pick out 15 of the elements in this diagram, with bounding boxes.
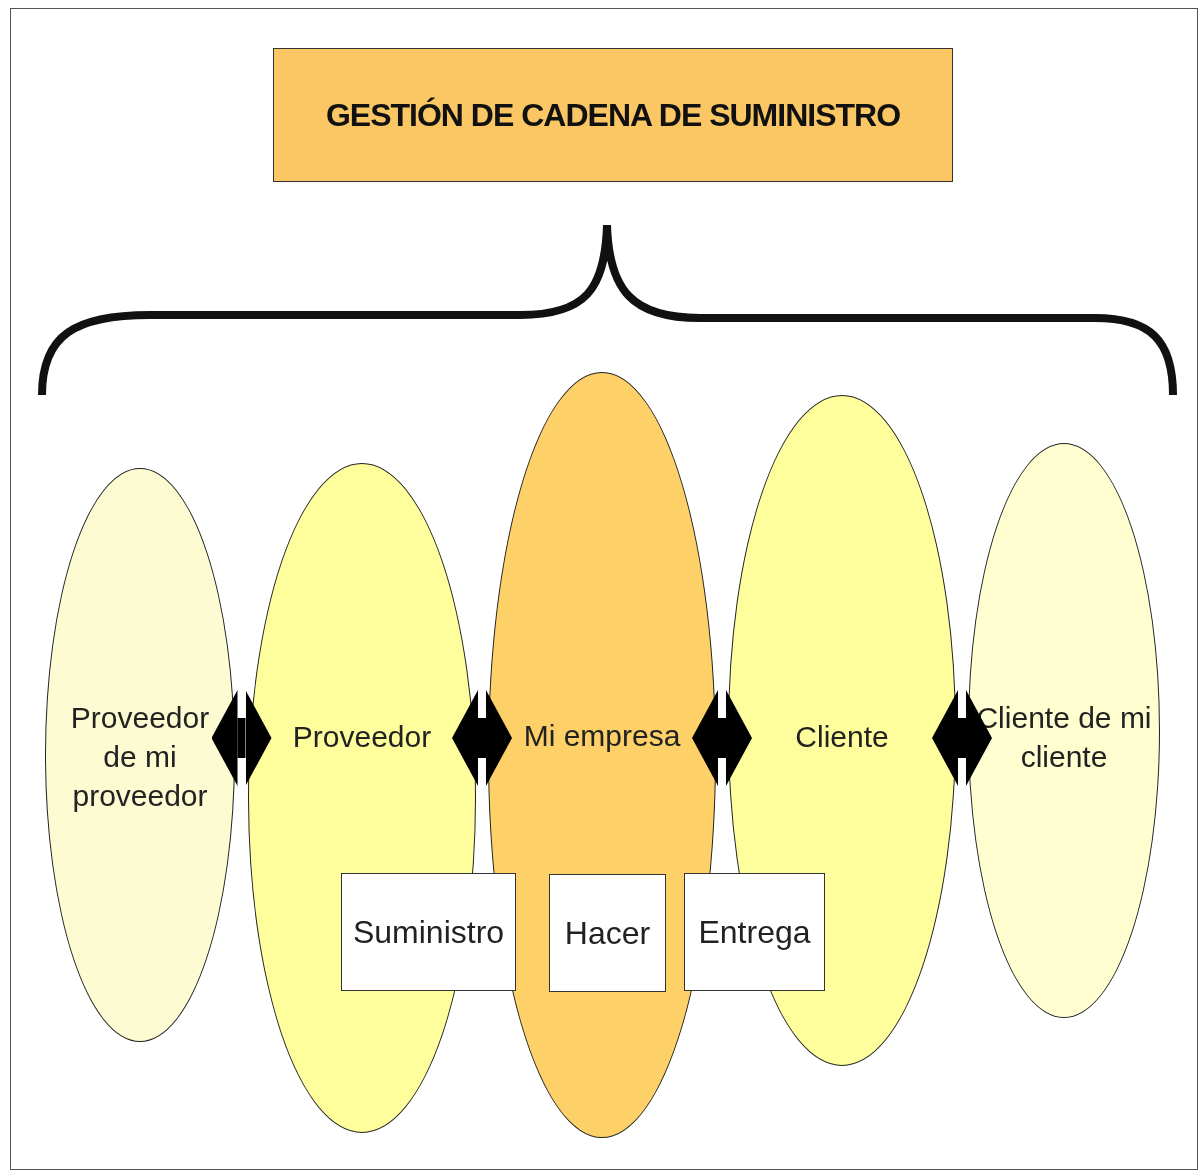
box-label: Entrega [698,913,811,951]
double-arrow [692,690,752,786]
node-label: Mi empresa [522,717,682,754]
process-box [341,873,516,991]
node-label: Proveedor [291,718,433,755]
node-label: Proveedor de mi proveedor [69,699,211,814]
box-label: Hacer [564,914,651,952]
double-arrow [452,690,512,786]
double-arrow [211,690,272,786]
double-arrow [932,690,992,786]
process-box [684,873,825,991]
process-box [549,874,666,992]
node-label: Cliente [794,718,890,755]
box-label: Suministro [352,913,505,951]
title: GESTIÓN DE CADENA DE SUMINISTRO [325,96,901,134]
